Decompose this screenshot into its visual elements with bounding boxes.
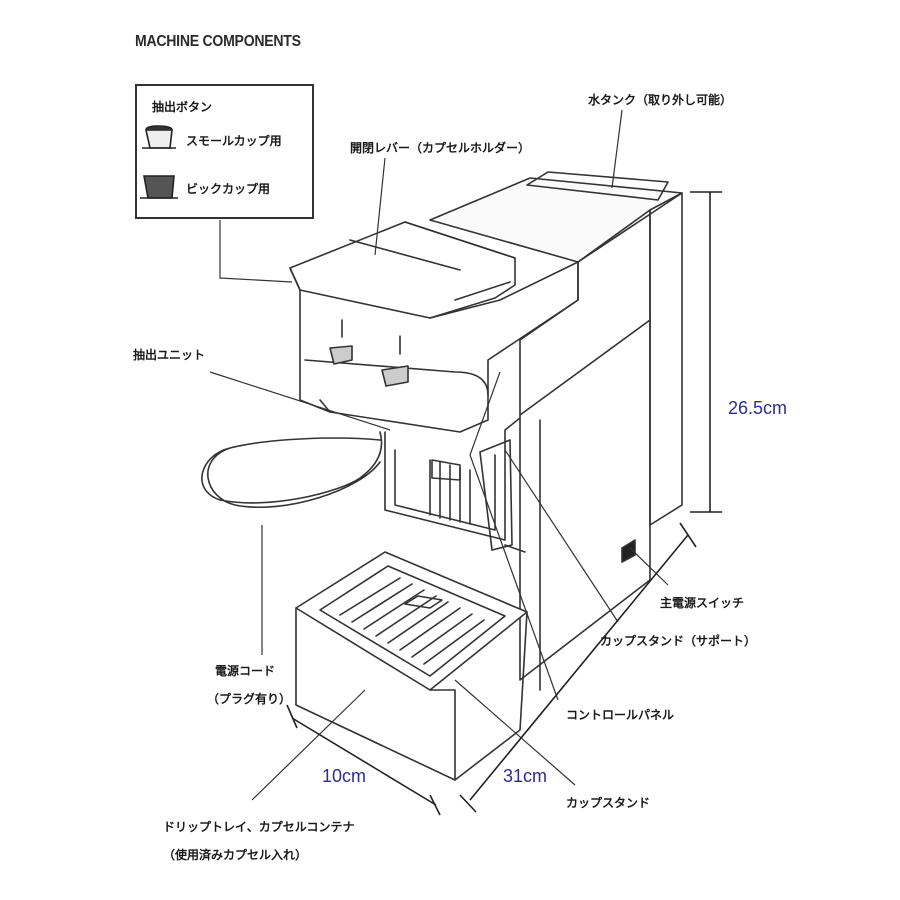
- label-cup-stand: カップスタンド: [566, 796, 651, 810]
- water-tank-lid: [526, 171, 669, 201]
- dimension-depth: 31cm: [503, 766, 548, 786]
- power-cord: [201, 431, 383, 509]
- width-dimension-line: [291, 717, 437, 806]
- page-title: MACHINE COMPONENTS: [135, 33, 301, 50]
- label-lever: 開閉レバー（カプセルホルダー）: [350, 141, 531, 155]
- label-control-panel: コントロールパネル: [566, 708, 675, 722]
- label-water-tank: 水タンク（取り外し可能）: [588, 93, 733, 107]
- dimension-width: 10cm: [322, 766, 367, 786]
- label-brew-unit: 抽出ユニット: [133, 348, 206, 362]
- label-main-switch: 主電源スイッチ: [660, 596, 745, 610]
- brew-area: [384, 417, 521, 541]
- drip-tray: [295, 551, 528, 691]
- label-drip-tray-capsules: （使用済みカプセル入れ）: [163, 848, 308, 862]
- main-switch: [621, 539, 636, 563]
- label-power-cord: 電源コード: [215, 664, 276, 678]
- legend-heading: 抽出ボタン: [152, 100, 213, 114]
- label-cup-stand-support: カップスタンド（サポート）: [600, 634, 757, 648]
- small-cup-icon: [142, 125, 176, 149]
- big-cup-icon: [140, 175, 178, 199]
- label-power-cord-plug: （プラグ有り）: [207, 692, 292, 706]
- button-big: [381, 365, 409, 387]
- cup-support: [479, 439, 513, 551]
- legend-item-small: スモールカップ用: [186, 134, 282, 148]
- machine-right-side: [649, 192, 683, 526]
- legend-item-big: ビックカップ用: [186, 182, 271, 196]
- depth-dimension-line: [469, 534, 689, 801]
- legend-box: [135, 84, 314, 219]
- label-drip-tray: ドリップトレイ、カプセルコンテナ: [163, 820, 355, 834]
- capsule-lever: [289, 221, 516, 319]
- button-small: [329, 345, 353, 365]
- dimension-height: 26.5cm: [728, 398, 788, 418]
